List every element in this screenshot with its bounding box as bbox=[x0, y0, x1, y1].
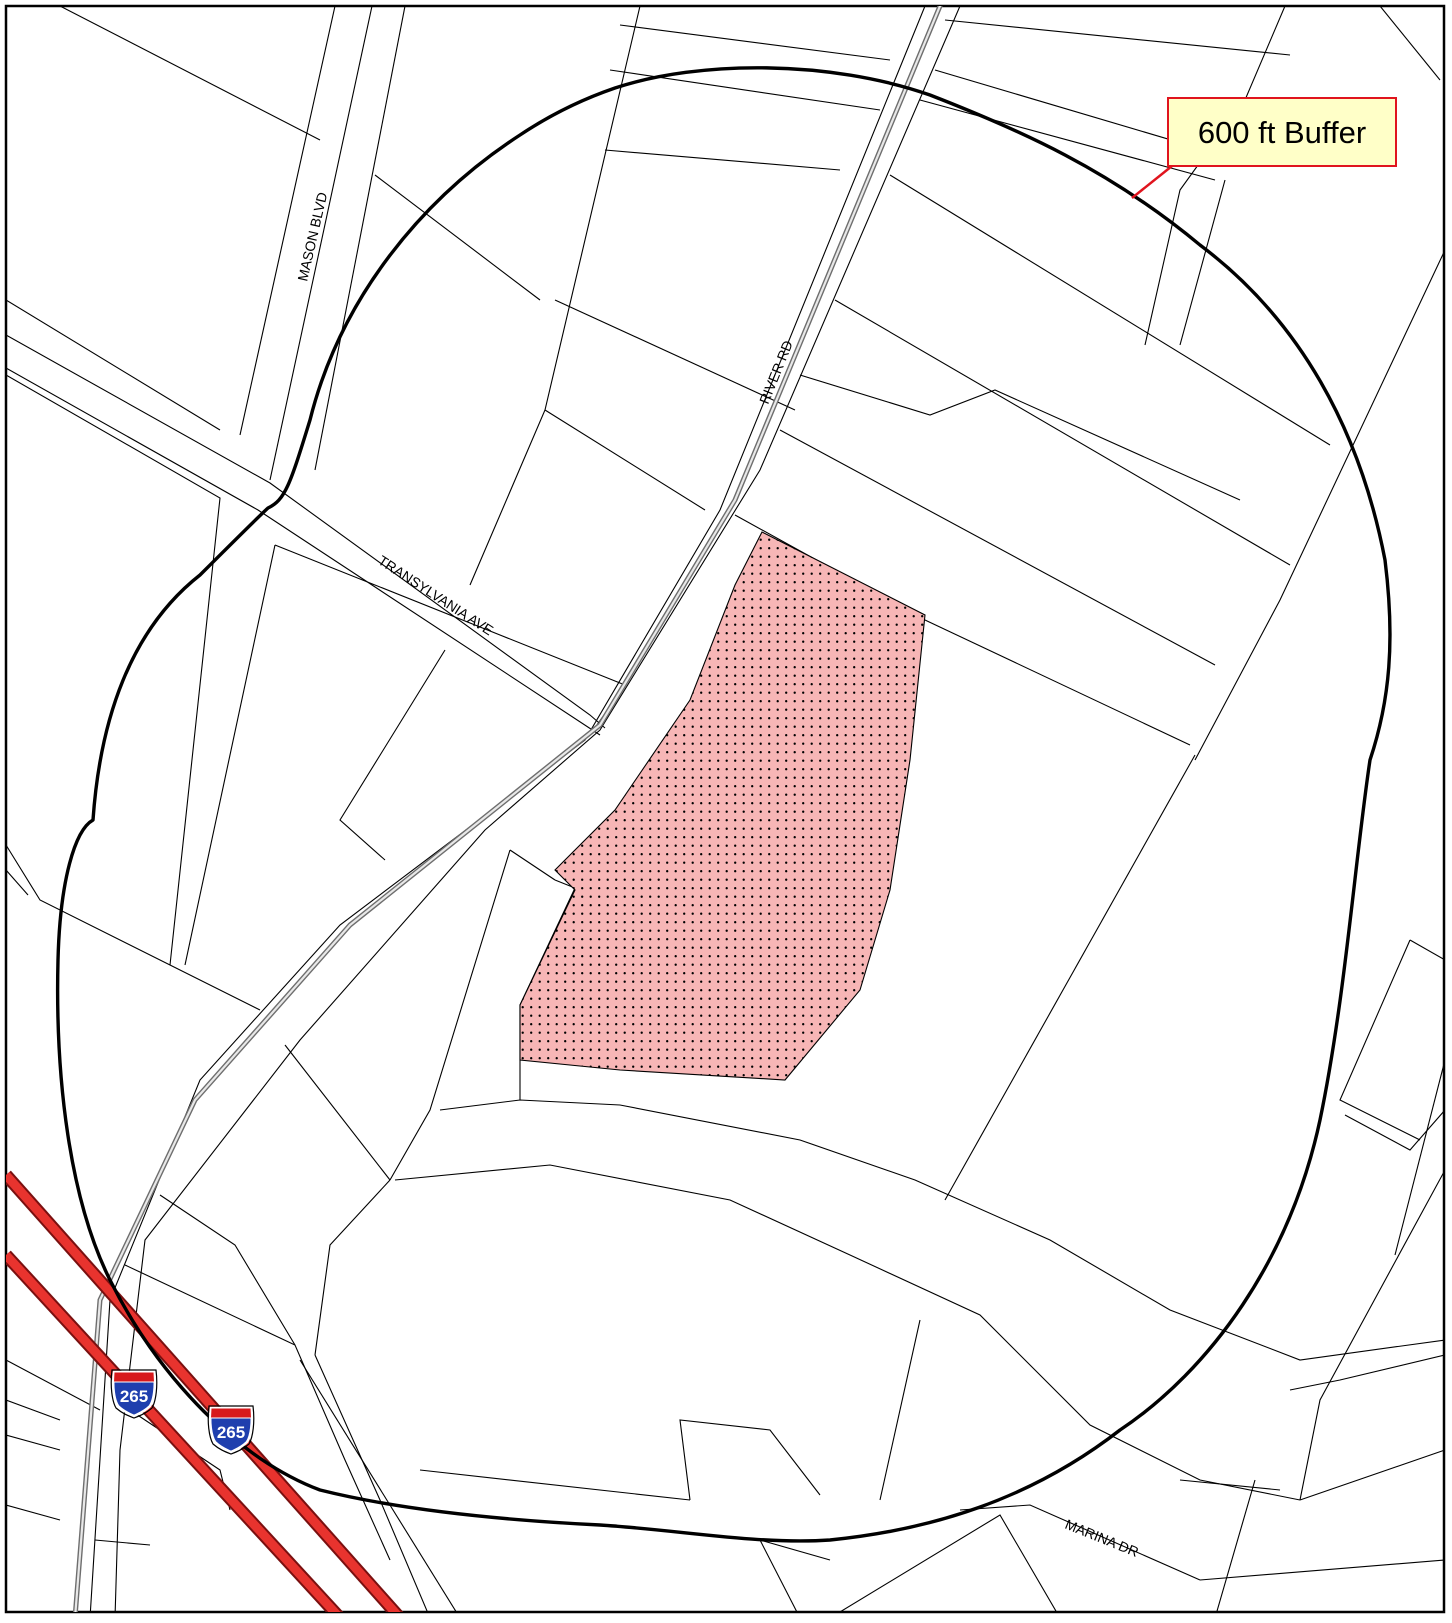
interstate-265[interactable] bbox=[6, 1170, 404, 1618]
buffer-callout[interactable]: 600 ft Buffer bbox=[1131, 97, 1397, 199]
buffer-600ft-outline[interactable] bbox=[55, 66, 1392, 1543]
parcel-lines bbox=[6, 6, 1444, 1612]
interstate-shield-2: 265 bbox=[207, 1405, 255, 1455]
callout-leader-line bbox=[1131, 165, 1173, 199]
callout-box bbox=[1167, 97, 1397, 167]
subject-parcel[interactable] bbox=[519, 531, 926, 1081]
shield-number-1: 265 bbox=[120, 1387, 148, 1406]
interstate-shield-1: 265 bbox=[110, 1369, 158, 1419]
shield-number-2: 265 bbox=[217, 1423, 245, 1442]
callout-label: 600 ft Buffer bbox=[1198, 115, 1366, 150]
transylvania-ave-edges bbox=[6, 334, 606, 736]
